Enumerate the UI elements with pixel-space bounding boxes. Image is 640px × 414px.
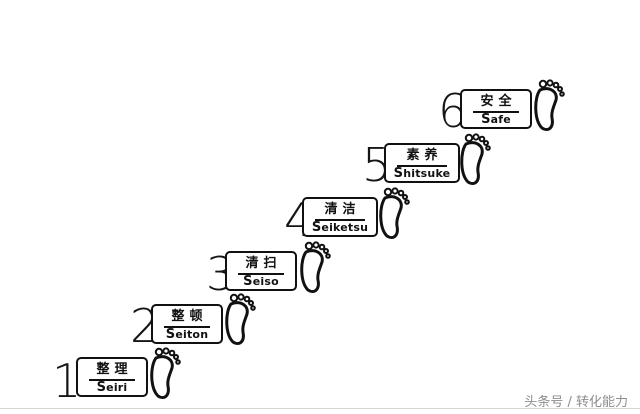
step-label-zh: 整顿 [171,309,208,324]
step-card-safe: 安全 Safe [460,89,532,129]
divider [473,111,519,113]
step-label-en: Safe [481,112,511,127]
footprint-icon [225,293,256,346]
step-label-en: Seiketsu [311,220,369,235]
step-label-en: Seiri [96,380,128,395]
step-label-en: Seiton [165,327,209,342]
divider [89,379,135,381]
divider [164,326,210,328]
footprint-icon [300,241,331,294]
step-label-zh: 素养 [406,148,443,163]
footprint-icon [534,79,565,132]
step-card-shitsuke: 素养 Shitsuke [384,143,460,183]
step-card-seiton: 整顿 Seiton [151,304,223,344]
step-label-zh: 安全 [480,94,517,109]
watermark-text: 头条号 / 转化能力 [524,395,628,410]
divider [397,165,447,167]
step-label-zh: 整理 [96,362,133,377]
footprint-icon [460,133,491,186]
step-label-zh: 清扫 [245,256,282,271]
step-card-seiketsu: 清洁 Seiketsu [302,197,378,237]
footprint-icon [379,187,410,240]
divider [315,219,365,221]
step-card-seiso: 清扫 Seiso [225,251,297,291]
base-line [0,408,640,409]
step-card-seiri: 整理 Seiri [76,357,148,397]
step-label-en: Shitsuke [393,166,451,181]
divider [238,273,284,275]
step-label-zh: 清洁 [324,202,361,217]
step-label-en: Seiso [243,274,279,289]
footprint-icon [150,347,181,400]
